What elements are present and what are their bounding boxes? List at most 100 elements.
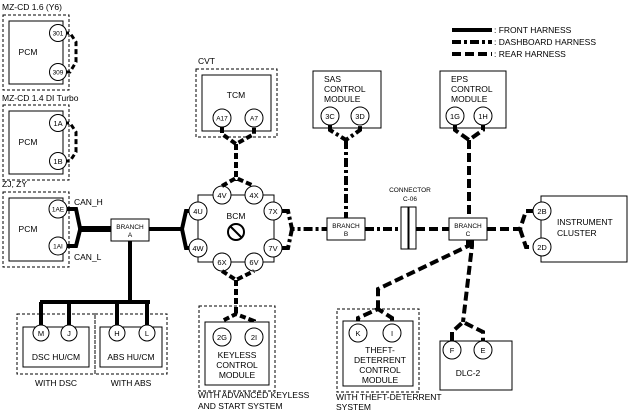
legend-rear-label: : REAR HARNESS bbox=[494, 49, 566, 59]
pin-l: L bbox=[145, 329, 149, 338]
pin-i: I bbox=[391, 329, 393, 338]
pin-7v: 7V bbox=[268, 244, 277, 253]
pin-a17: A17 bbox=[216, 116, 228, 123]
pin-e: E bbox=[480, 346, 485, 355]
dsc-caption: WITH DSC bbox=[35, 378, 77, 388]
pin-1b: 1B bbox=[53, 157, 62, 166]
eps-label-1: EPS bbox=[451, 74, 468, 84]
theft-label-3: CONTROL bbox=[359, 365, 401, 375]
pin-4w: 4W bbox=[192, 244, 204, 253]
eps-label-3: MODULE bbox=[451, 94, 488, 104]
tcm-group: CVT TCM A17 A7 bbox=[195, 56, 278, 138]
tcm-variant-label: CVT bbox=[198, 56, 215, 66]
pin-3d: 3D bbox=[355, 112, 365, 121]
legend: : FRONT HARNESS : DASHBOARD HARNESS : RE… bbox=[452, 25, 596, 59]
branch-a-label-1: BRANCH bbox=[116, 224, 144, 231]
tcm-label: TCM bbox=[227, 90, 245, 100]
pin-4u: 4U bbox=[193, 207, 203, 216]
pin-1a: 1A bbox=[53, 119, 62, 128]
pin-1ai: 1AI bbox=[53, 244, 63, 251]
can-l-label: CAN_L bbox=[74, 252, 102, 262]
pin-6v: 6V bbox=[249, 258, 258, 267]
keyless-caption-2: AND START SYSTEM bbox=[198, 401, 283, 411]
connector-label-1: CONNECTOR bbox=[389, 187, 431, 194]
connector-c06-left bbox=[400, 206, 409, 250]
pin-301: 301 bbox=[53, 31, 64, 38]
pcm-y6-variant-label: MZ-CD 1.6 (Y6) bbox=[2, 2, 62, 12]
pin-f: F bbox=[450, 346, 455, 355]
theft-caption-1: WITH THEFT-DETERRENT bbox=[336, 392, 442, 402]
instrument-cluster-label-1: INSTRUMENT bbox=[557, 217, 613, 227]
pin-3c: 3C bbox=[325, 112, 335, 121]
pin-1g: 1G bbox=[450, 112, 460, 121]
pin-h: H bbox=[114, 329, 119, 338]
instrument-cluster-module bbox=[540, 195, 628, 263]
instrument-cluster-label-2: CLUSTER bbox=[557, 228, 597, 238]
branch-c-label-2: C bbox=[466, 231, 471, 238]
sas-label-2: CONTROL bbox=[324, 84, 366, 94]
eps-group: EPS CONTROL MODULE 1G 1H bbox=[439, 70, 507, 129]
dsc-group: M J DSC HU/CM WITH DSC bbox=[16, 313, 96, 388]
pin-2b: 2B bbox=[537, 207, 546, 216]
pin-1a-circle bbox=[49, 114, 67, 132]
pin-309-circle bbox=[49, 63, 67, 81]
dsc-label: DSC HU/CM bbox=[32, 352, 80, 362]
dlc-group: F E DLC-2 bbox=[439, 340, 513, 391]
theft-caption-2: SYSTEM bbox=[336, 402, 371, 412]
pin-4x: 4X bbox=[249, 191, 258, 200]
theft-label-1: THEFT- bbox=[365, 345, 395, 355]
pcm-di-turbo-label: PCM bbox=[19, 137, 38, 147]
abs-caption: WITH ABS bbox=[111, 378, 152, 388]
connector-c06-right bbox=[408, 206, 417, 250]
pin-301-circle bbox=[49, 24, 67, 42]
pin-7x: 7X bbox=[268, 207, 277, 216]
pin-1b-circle bbox=[49, 152, 67, 170]
pin-k: K bbox=[355, 329, 360, 338]
eps-label-2: CONTROL bbox=[451, 84, 493, 94]
pin-2d: 2D bbox=[537, 243, 547, 252]
keyless-group: 2G 2I KEYLESS CONTROL MODULE WITH ADVANC… bbox=[198, 305, 310, 411]
sas-label-1: SAS bbox=[324, 74, 341, 84]
branch-c-label-1: BRANCH bbox=[454, 223, 482, 230]
branch-b-label-1: BRANCH bbox=[332, 223, 360, 230]
theft-label-2: DETERRENT bbox=[354, 355, 406, 365]
dlc-label: DLC-2 bbox=[456, 368, 481, 378]
bcm-label: BCM bbox=[227, 211, 246, 221]
pin-2g: 2G bbox=[217, 333, 227, 342]
pcm-y6-group: MZ-CD 1.6 (Y6) PCM 301 309 bbox=[2, 2, 78, 91]
pcm-zj-label: PCM bbox=[19, 224, 38, 234]
keyless-label-3: MODULE bbox=[219, 370, 256, 380]
theft-deterrent-group: K I THEFT- DETERRENT CONTROL MODULE WITH… bbox=[336, 308, 442, 412]
instrument-cluster-group: INSTRUMENT CLUSTER 2B 2D bbox=[532, 195, 628, 263]
branch-b-label-2: B bbox=[344, 231, 348, 238]
pcm-zj-variant-label: ZJ, ZY bbox=[2, 179, 27, 189]
keyless-label-1: KEYLESS bbox=[218, 350, 257, 360]
pin-6x: 6X bbox=[217, 258, 226, 267]
pin-1ai-circle bbox=[48, 236, 68, 256]
theft-label-4: MODULE bbox=[362, 375, 399, 385]
legend-front-label: : FRONT HARNESS bbox=[494, 25, 572, 35]
keyless-label-2: CONTROL bbox=[216, 360, 258, 370]
pcm-di-turbo-variant-label: MZ-CD 1.4 DI Turbo bbox=[2, 93, 79, 103]
legend-dashboard-label: : DASHBOARD HARNESS bbox=[494, 37, 596, 47]
branch-a-label-2: A bbox=[128, 232, 133, 239]
pin-1h: 1H bbox=[478, 112, 488, 121]
sas-label-3: MODULE bbox=[324, 94, 361, 104]
abs-label: ABS HU/CM bbox=[107, 352, 154, 362]
pin-4v: 4V bbox=[217, 191, 226, 200]
pin-1ae: 1AE bbox=[52, 207, 65, 214]
abs-group: H L ABS HU/CM WITH ABS bbox=[94, 313, 168, 388]
bcm-group: BCM 4V 4X 4U 7X 4W 7V 6X 6V bbox=[188, 185, 283, 272]
pin-a7: A7 bbox=[250, 116, 258, 123]
can-h-label: CAN_H bbox=[74, 197, 103, 207]
pcm-di-turbo-group: MZ-CD 1.4 DI Turbo PCM 1A 1B bbox=[2, 93, 79, 181]
pin-1ae-circle bbox=[48, 199, 68, 219]
pin-m: M bbox=[38, 329, 44, 338]
connector-label-2: C-06 bbox=[403, 196, 417, 203]
pin-j: J bbox=[67, 329, 71, 338]
pin-309: 309 bbox=[53, 70, 64, 77]
sas-group: SAS CONTROL MODULE 3C 3D bbox=[312, 70, 382, 129]
pin-2i: 2I bbox=[251, 333, 257, 342]
keyless-caption-1: WITH ADVANCED KEYLESS bbox=[198, 390, 310, 400]
